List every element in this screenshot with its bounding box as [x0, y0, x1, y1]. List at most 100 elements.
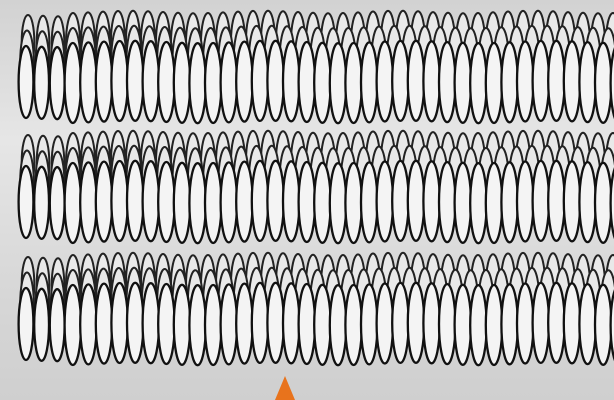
- layer-bottom: [17, 251, 614, 367]
- molecule-ellipse: [33, 287, 51, 362]
- molecule-ellipse: [422, 40, 441, 123]
- molecule-ellipse: [297, 40, 317, 124]
- molecule-ellipse: [63, 41, 83, 125]
- molecule-ellipse: [110, 39, 129, 123]
- molecule-ellipse: [188, 162, 207, 245]
- molecule-ellipse: [406, 159, 426, 242]
- molecule-ellipse: [515, 160, 535, 243]
- molecule-ellipse: [593, 283, 613, 366]
- molecule-ellipse: [391, 39, 410, 123]
- molecule-ellipse: [94, 282, 114, 365]
- molecule-ellipse: [17, 44, 35, 120]
- molecule-ellipse: [437, 160, 457, 244]
- molecule-ellipse: [110, 159, 129, 243]
- molecule-ellipse: [593, 161, 613, 244]
- molecule-ellipse: [391, 159, 410, 243]
- molecule-ellipse: [453, 161, 473, 244]
- molecule-ellipse: [157, 282, 176, 366]
- molecule-ellipse: [188, 42, 207, 125]
- molecule-ellipse: [406, 281, 426, 364]
- molecule-ellipse: [578, 160, 597, 244]
- molecule-ellipse: [33, 165, 51, 240]
- molecule-ellipse: [79, 161, 98, 244]
- molecule-ellipse: [609, 47, 614, 120]
- molecule-row: [17, 39, 614, 125]
- molecule-ellipse: [281, 40, 301, 123]
- molecule-ellipse: [422, 282, 441, 365]
- molecule-ellipse: [141, 282, 161, 365]
- molecule-ellipse: [578, 40, 597, 124]
- molecule-ellipse: [453, 283, 473, 366]
- molecule-ellipse: [453, 41, 473, 124]
- molecule-ellipse: [531, 281, 551, 365]
- molecule-ellipse: [375, 160, 395, 243]
- molecule-ellipse: [203, 161, 223, 245]
- molecule-ellipse: [281, 282, 301, 365]
- molecule-ellipse: [562, 40, 582, 123]
- molecule-ellipse: [297, 160, 317, 244]
- molecule-ellipse: [63, 283, 83, 367]
- molecule-ellipse: [359, 161, 379, 244]
- molecule-ellipse: [531, 39, 551, 123]
- molecule-ellipse: [250, 39, 270, 123]
- molecule-row: [17, 281, 614, 367]
- molecule-ellipse: [188, 284, 207, 367]
- molecule-ellipse: [609, 167, 614, 240]
- molecule-ellipse: [344, 41, 363, 125]
- molecule-ellipse: [328, 284, 348, 367]
- molecule-ellipse: [94, 40, 114, 123]
- molecule-ellipse: [172, 41, 192, 124]
- molecule-ellipse: [157, 40, 176, 124]
- molecule-ellipse: [531, 159, 551, 243]
- molecule-ellipse: [547, 159, 566, 242]
- molecule-ellipse: [125, 281, 145, 364]
- molecule-ellipse: [313, 283, 332, 366]
- molecule-ellipse: [110, 281, 129, 365]
- molecule-ellipse: [17, 286, 35, 362]
- molecule-ellipse: [406, 39, 426, 122]
- molecule-ellipse: [281, 160, 301, 243]
- molecule-ellipse: [219, 161, 239, 244]
- molecule-ellipse: [79, 41, 98, 124]
- molecule-ellipse: [547, 39, 566, 122]
- molecule-ellipse: [79, 283, 98, 366]
- molecule-ellipse: [328, 162, 348, 245]
- molecule-ellipse: [141, 160, 161, 243]
- molecule-ellipse: [547, 281, 566, 364]
- molecule-ellipse: [562, 282, 582, 365]
- molecule-ellipse: [359, 283, 379, 366]
- molecule-ellipse: [437, 282, 457, 366]
- molecule-ellipse: [469, 42, 488, 125]
- molecule-ellipse: [297, 282, 317, 366]
- molecule-ellipse: [250, 159, 270, 243]
- molecule-ellipse: [515, 282, 535, 365]
- layer-top: [17, 9, 614, 125]
- molecule-ellipse: [375, 282, 395, 365]
- molecule-ellipse: [437, 40, 457, 124]
- molecule-ellipse: [48, 288, 66, 363]
- molecule-ellipse: [469, 284, 488, 367]
- molecule-ellipse: [17, 164, 35, 240]
- molecule-ellipse: [235, 282, 254, 365]
- molecule-ellipse: [266, 39, 285, 122]
- molecule-ellipse: [157, 160, 176, 244]
- molecule-ellipse: [328, 42, 348, 125]
- molecule-ellipse: [48, 46, 66, 121]
- molecule-ellipse: [125, 159, 145, 242]
- molecule-ellipse: [375, 40, 395, 123]
- molecule-ellipse: [609, 289, 614, 362]
- molecule-ellipse: [515, 40, 535, 123]
- molecule-ellipse: [203, 283, 223, 367]
- molecule-ellipse: [266, 159, 285, 242]
- molecule-ellipse: [500, 283, 519, 366]
- molecule-ellipse: [500, 161, 519, 244]
- molecule-ellipse: [235, 40, 254, 123]
- molecule-ellipse: [391, 281, 410, 365]
- molecule-ellipse: [250, 281, 270, 365]
- molecule-ellipse: [313, 161, 332, 244]
- molecule-ellipse: [359, 41, 379, 124]
- molecule-ellipse: [219, 41, 239, 124]
- molecule-ellipse: [422, 160, 441, 243]
- up-arrow-icon: [275, 376, 295, 400]
